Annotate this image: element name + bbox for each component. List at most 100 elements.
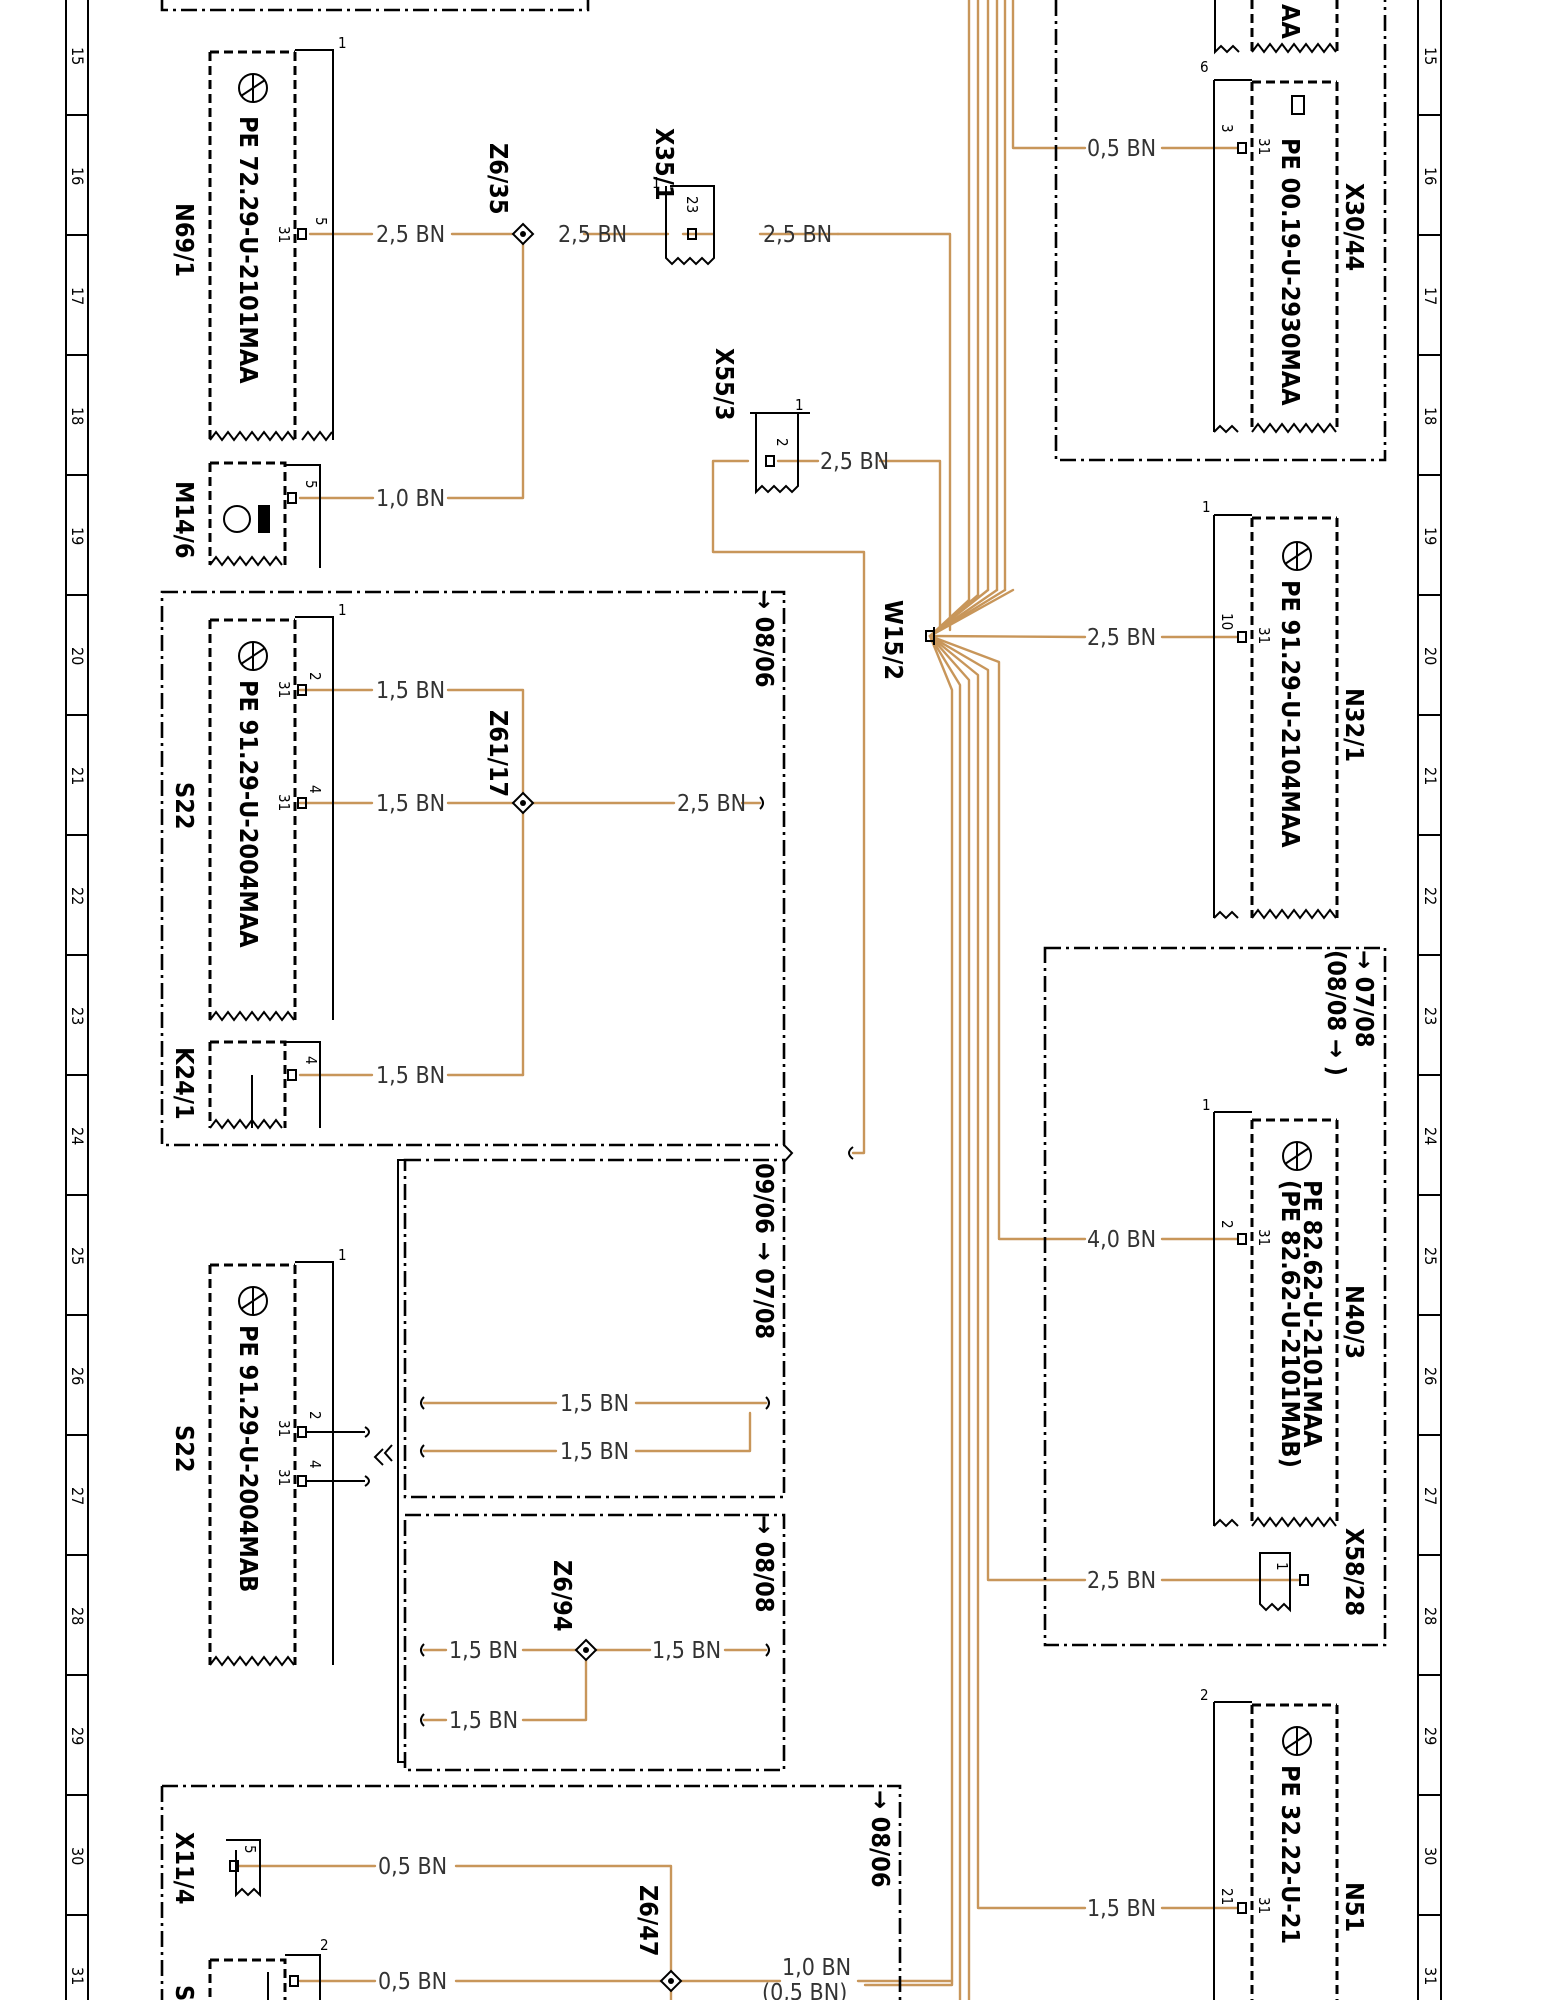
svg-text:N51: N51 [1340, 1882, 1369, 1932]
svg-text:1: 1 [795, 396, 804, 414]
svg-text:PE 91.29-U-2004MAB: PE 91.29-U-2004MAB [234, 1325, 263, 1592]
svg-text:31: 31 [1255, 1897, 1273, 1914]
svg-text:3: 3 [1218, 124, 1236, 133]
svg-text:1,5 BN: 1,5 BN [560, 1391, 629, 1417]
ruler-number: 20 [68, 647, 87, 665]
svg-text:PE 91.29-U-2004MAA: PE 91.29-U-2004MAA [234, 680, 263, 948]
ruler-number: 28 [68, 1607, 87, 1625]
svg-text:2,5 BN: 2,5 BN [763, 222, 832, 248]
svg-text:PE 00.19-U-2930MAA: PE 00.19-U-2930MAA [1276, 138, 1305, 406]
svg-text:X35/1: X35/1 [650, 128, 679, 201]
svg-text:→ 07/08: → 07/08 [1350, 950, 1379, 1048]
svg-text:PE 32.22-U-21: PE 32.22-U-21 [1276, 1765, 1305, 1944]
ruler-number: 23 [68, 1007, 87, 1025]
svg-text:S22: S22 [170, 782, 199, 830]
svg-text:→ 08/08: → 08/08 [750, 1515, 779, 1613]
svg-text:X30/44: X30/44 [1340, 183, 1369, 271]
svg-text:1,5 BN: 1,5 BN [449, 1708, 518, 1734]
svg-text:31: 31 [1255, 627, 1273, 644]
svg-text:→ 08/06: → 08/06 [866, 1790, 895, 1888]
svg-text:31: 31 [275, 1469, 293, 1486]
ruler-number: 24 [68, 1127, 87, 1145]
ruler-number: 30 [68, 1847, 87, 1865]
component-n69-1: 1 5 31 PE 72.29-U-2101MAA N69/1 [170, 34, 347, 442]
svg-text:X55/3: X55/3 [710, 348, 739, 421]
svg-text:31: 31 [1255, 1229, 1273, 1246]
wires [235, 0, 1302, 2000]
svg-text:31: 31 [275, 1420, 293, 1437]
ruler-number: 26 [1421, 1367, 1440, 1385]
component-x30-44: AA 6 3 31 PE 00.19-U-2930MAA X30/44 [1200, 0, 1369, 434]
svg-text:N32/1: N32/1 [1340, 688, 1369, 762]
ruler-number: 26 [68, 1367, 87, 1385]
svg-text:1,5 BN: 1,5 BN [376, 1063, 445, 1089]
svg-text:2,5 BN: 2,5 BN [558, 222, 627, 248]
ruler-number: 15 [1421, 47, 1440, 65]
ruler-number: 25 [68, 1247, 87, 1265]
ruler-number: 30 [1421, 1847, 1440, 1865]
svg-text:5: 5 [241, 1845, 259, 1854]
svg-text:Z61/17: Z61/17 [484, 710, 513, 797]
svg-text:W15/2: W15/2 [879, 600, 908, 680]
svg-text:1: 1 [338, 601, 347, 619]
validity-frames [160, 0, 1387, 2000]
ruler-number: 18 [1421, 407, 1440, 425]
ruler-number: 22 [1421, 887, 1440, 905]
ruler-number: 17 [1421, 287, 1440, 305]
ruler-number: 29 [68, 1727, 87, 1745]
component-n51: 2 21 31 PE 32.22-U-21 N51 [1200, 1686, 1369, 2000]
ruler-number: 31 [68, 1967, 87, 1985]
ruler-number: 21 [1421, 767, 1440, 785]
svg-text:2: 2 [320, 1936, 329, 1954]
ruler-number: 16 [68, 167, 87, 185]
svg-text:S: S [170, 1985, 199, 2000]
svg-text:1,0 BN: 1,0 BN [376, 486, 445, 512]
component-s22-a: 1 2 31 4 31 PE 91.29-U-2004MAA S22 [170, 601, 347, 1022]
ruler-number: 25 [1421, 1247, 1440, 1265]
svg-text:(PE 82.62-U-2101MAB): (PE 82.62-U-2101MAB) [1276, 1180, 1305, 1468]
splices: Z6/35 Z61/17 Z6/94 Z6/47 [484, 143, 683, 1993]
svg-text:Z6/47: Z6/47 [634, 1885, 663, 1956]
svg-text:31: 31 [275, 226, 293, 243]
splice-z6-94: Z6/94 [548, 1560, 598, 1662]
ruler-number: 15 [68, 47, 87, 65]
svg-text:PE 82.62-U-2101MAA: PE 82.62-U-2101MAA [1298, 1180, 1327, 1448]
svg-text:4: 4 [306, 785, 324, 794]
ruler-number: 22 [68, 887, 87, 905]
svg-text:N69/1: N69/1 [170, 203, 199, 277]
ruler-number: 18 [68, 407, 87, 425]
component-s-bottom: 2 S [170, 1936, 329, 2000]
svg-text:2: 2 [1200, 1686, 1209, 1704]
svg-text:1: 1 [338, 34, 347, 52]
svg-text:4,0 BN: 4,0 BN [1087, 1227, 1156, 1253]
svg-text:1,5 BN: 1,5 BN [376, 678, 445, 704]
svg-text:1: 1 [338, 1246, 347, 1264]
svg-text:PE 72.29-U-2101MAA: PE 72.29-U-2101MAA [234, 116, 263, 384]
svg-text:1,5 BN: 1,5 BN [560, 1439, 629, 1465]
svg-text:23: 23 [683, 196, 701, 213]
splice-z61-17: Z61/17 [484, 710, 535, 815]
svg-text:AA: AA [1276, 4, 1305, 39]
component-w15-2: W15/2 [879, 600, 935, 680]
ruler-number: 19 [68, 527, 87, 545]
svg-text:21: 21 [1218, 1888, 1236, 1905]
svg-text:(08/08 → ): (08/08 → ) [1322, 950, 1351, 1076]
ruler-number: 23 [1421, 1007, 1440, 1025]
svg-text:2: 2 [1218, 1220, 1236, 1229]
splice-z6-35: Z6/35 [484, 143, 535, 246]
component-s22-b: 1 2 31 4 31 PE 91.29-U-2004MAB S22 [170, 1246, 384, 1667]
ruler-number: 19 [1421, 527, 1440, 545]
component-k24-1: 4 K24/1 [170, 1040, 321, 1130]
ruler-number: 29 [1421, 1727, 1440, 1745]
component-x55-3: 1 2 X55/3 [710, 348, 810, 495]
ruler-number: 27 [68, 1487, 87, 1505]
ruler-number: 27 [1421, 1487, 1440, 1505]
svg-text:PE 91.29-U-2104MAA: PE 91.29-U-2104MAA [1276, 580, 1305, 848]
svg-text:5: 5 [302, 480, 320, 489]
svg-text:31: 31 [275, 681, 293, 698]
svg-text:1,5 BN: 1,5 BN [1087, 1896, 1156, 1922]
svg-text:S22: S22 [170, 1425, 199, 1473]
